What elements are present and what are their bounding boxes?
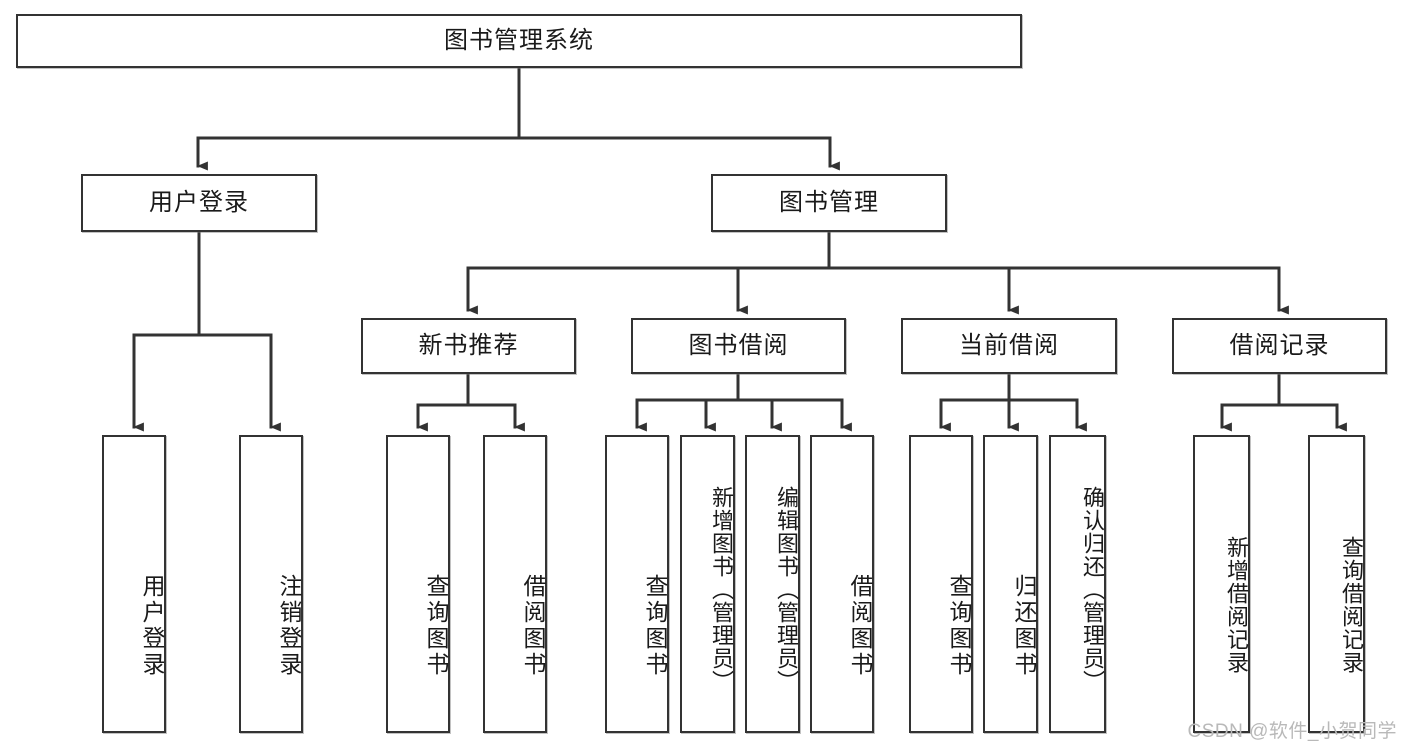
leaf-add-book-admin[interactable]: 新增图书（管理员） (680, 435, 735, 733)
leaf-borrow-book-recommend[interactable]: 借阅图书 (483, 435, 547, 733)
csdn-watermark: CSDN @软件_小贺同学 (1187, 721, 1397, 742)
node-book-management[interactable]: 图书管理 (711, 174, 947, 232)
node-new-book-recommend[interactable]: 新书推荐 (361, 318, 576, 374)
leaf-query-book-borrow[interactable]: 查询图书 (605, 435, 669, 733)
node-current-borrow[interactable]: 当前借阅 (901, 318, 1117, 374)
leaf-user-logout[interactable]: 注销登录 (239, 435, 303, 733)
leaf-query-book-recommend[interactable]: 查询图书 (386, 435, 450, 733)
leaf-confirm-return-admin[interactable]: 确认归还（管理员） (1049, 435, 1106, 733)
leaf-query-borrow-record[interactable]: 查询借阅记录 (1308, 435, 1365, 733)
leaf-edit-book-admin[interactable]: 编辑图书（管理员） (745, 435, 800, 733)
leaf-return-book[interactable]: 归还图书 (983, 435, 1038, 733)
node-book-borrow[interactable]: 图书借阅 (631, 318, 846, 374)
leaf-query-book-current[interactable]: 查询图书 (909, 435, 973, 733)
leaf-user-login[interactable]: 用户登录 (102, 435, 166, 733)
leaf-add-borrow-record[interactable]: 新增借阅记录 (1193, 435, 1250, 733)
node-borrow-record[interactable]: 借阅记录 (1172, 318, 1387, 374)
leaf-borrow-book[interactable]: 借阅图书 (810, 435, 874, 733)
node-user-login[interactable]: 用户登录 (81, 174, 317, 232)
node-root-book-management-system[interactable]: 图书管理系统 (16, 14, 1022, 68)
